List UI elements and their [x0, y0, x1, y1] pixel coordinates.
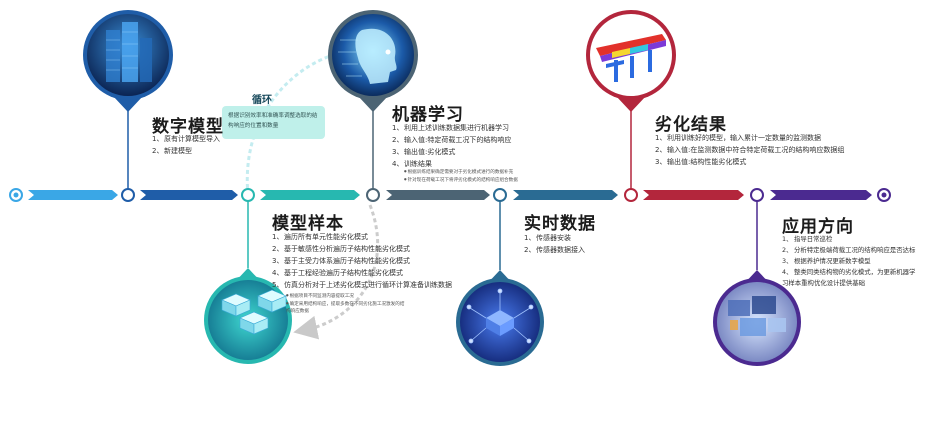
timeline-node-6 — [750, 188, 764, 202]
sub-item: 确定采用结构响应，提取多数在不同劣化施工况激发的结构响应数据 — [286, 300, 408, 315]
list-item: 3、输出值:结构性能劣化模式 — [655, 158, 747, 166]
list-item: 1、利用上述训练数据集进行机器学习 — [392, 124, 509, 132]
stage-list-application: 1、指导日常巡检 2、分析特定极端荷载工况的结构响应是否达标 3、根据养护情况更… — [782, 234, 920, 289]
stage-title-machine-learning: 机器学习 — [392, 105, 464, 125]
list-item: 1、遍历所有单元性能劣化模式 — [272, 233, 368, 241]
city-building-icon — [83, 10, 173, 112]
stage-sublist-model-samples: 根据项目不同监测内容提取工况 确定采用结构响应，提取多数在不同劣化施工况激发的结… — [286, 292, 408, 315]
timeline-segment-5 — [513, 190, 618, 200]
loop-label: 循环 — [252, 95, 272, 106]
digital-screens-icon — [713, 270, 801, 366]
sub-item: 根据项目不同监测内容提取工况 — [286, 292, 408, 300]
timeline-segment-2 — [140, 190, 238, 200]
list-item: 3、根据养护情况更新数字模型 — [782, 257, 871, 265]
server-stack-icon — [204, 268, 292, 364]
list-item: 1、指导日常巡检 — [782, 235, 833, 243]
timeline-end-node — [877, 188, 891, 202]
list-item: 2、传感器数据接入 — [524, 246, 585, 254]
list-item: 2、输入值:特定荷载工况下的结构响应 — [392, 136, 512, 144]
loop-description-box: 根据识别效率和准确率调整选取的结构响应的位置和数量 — [222, 106, 325, 139]
timeline-node-2 — [241, 188, 255, 202]
loop-arrow-lower — [293, 204, 380, 340]
list-item: 2、分析特定极端荷载工况的结构响应是否达标 — [782, 246, 916, 254]
list-item: 3、基于主受力体系遍历子结构性能劣化模式 — [272, 257, 410, 265]
stage-title-model-samples: 模型样本 — [272, 214, 344, 234]
sub-item: 针对现在荷载工况下将评劣化模式的结构响应组合数据 — [404, 176, 518, 184]
timeline-node-1 — [121, 188, 135, 202]
stage-list-degradation-result: 1、利用训练好的模型，输入累计一定数量的监测数据 2、输入值:在监测数据中符合特… — [655, 132, 844, 168]
stage-sublist-machine-learning: 根据训练结果确定需要对于劣化模式进行的数据补充 针对现在荷载工况下将评劣化模式的… — [404, 168, 518, 184]
stage-title-degradation-result: 劣化结果 — [655, 115, 727, 135]
stage-list-machine-learning: 1、利用上述训练数据集进行机器学习 2、输入值:特定荷载工况下的结构响应 3、输… — [392, 122, 511, 170]
timeline-segment-4 — [386, 190, 490, 200]
list-item: 3、输出值:劣化模式 — [392, 148, 456, 156]
stage-title-digital-model: 数字模型 — [152, 117, 224, 137]
timeline-segment-6 — [643, 190, 744, 200]
list-item: 4、基于工程经验遍历子结构性能劣化模式 — [272, 269, 403, 277]
timeline-node-3 — [366, 188, 380, 202]
sub-item: 根据训练结果确定需要对于劣化模式进行的数据补充 — [404, 168, 518, 176]
stage-list-model-samples: 1、遍历所有单元性能劣化模式 2、基于敏感性分析遍历子结构性能劣化模式 3、基于… — [272, 231, 452, 291]
list-item: 1、利用训练好的模型，输入累计一定数量的监测数据 — [655, 134, 821, 142]
list-item: 2、新建模型 — [152, 147, 192, 155]
list-item: 1、原有计算模型导入 — [152, 135, 220, 143]
timeline-segment-3 — [260, 190, 360, 200]
timeline-segment-7 — [770, 190, 872, 200]
bridge-fea-icon — [586, 10, 676, 112]
list-item: 1、传感器安装 — [524, 234, 571, 242]
stage-list-realtime-data: 1、传感器安装 2、传感器数据接入 — [524, 232, 585, 256]
stage-title-realtime-data: 实时数据 — [524, 214, 596, 234]
timeline-node-5 — [624, 188, 638, 202]
stage-list-digital-model: 1、原有计算模型导入 2、新建模型 — [152, 133, 220, 157]
list-item: 4、训练结果 — [392, 160, 432, 168]
timeline-node-4 — [493, 188, 507, 202]
ai-head-icon — [328, 10, 418, 112]
stage-title-application: 应用方向 — [782, 217, 854, 237]
list-item: 2、基于敏感性分析遍历子结构性能劣化模式 — [272, 245, 410, 253]
timeline-bar — [28, 190, 872, 200]
timeline-start-node — [9, 188, 23, 202]
list-item: 5、仿真分析对于上述劣化模式进行循环计算准备训练数据 — [272, 281, 452, 289]
loop-arrow-upper — [245, 50, 346, 196]
list-item: 4、整类同类结构物的劣化模式，为更新机器学习样本重构优化设计提供基础 — [782, 268, 916, 287]
timeline-segment-1 — [28, 190, 118, 200]
list-item: 2、输入值:在监测数据中符合特定荷载工况的结构响应数据组 — [655, 146, 845, 154]
iot-network-icon — [456, 270, 544, 366]
